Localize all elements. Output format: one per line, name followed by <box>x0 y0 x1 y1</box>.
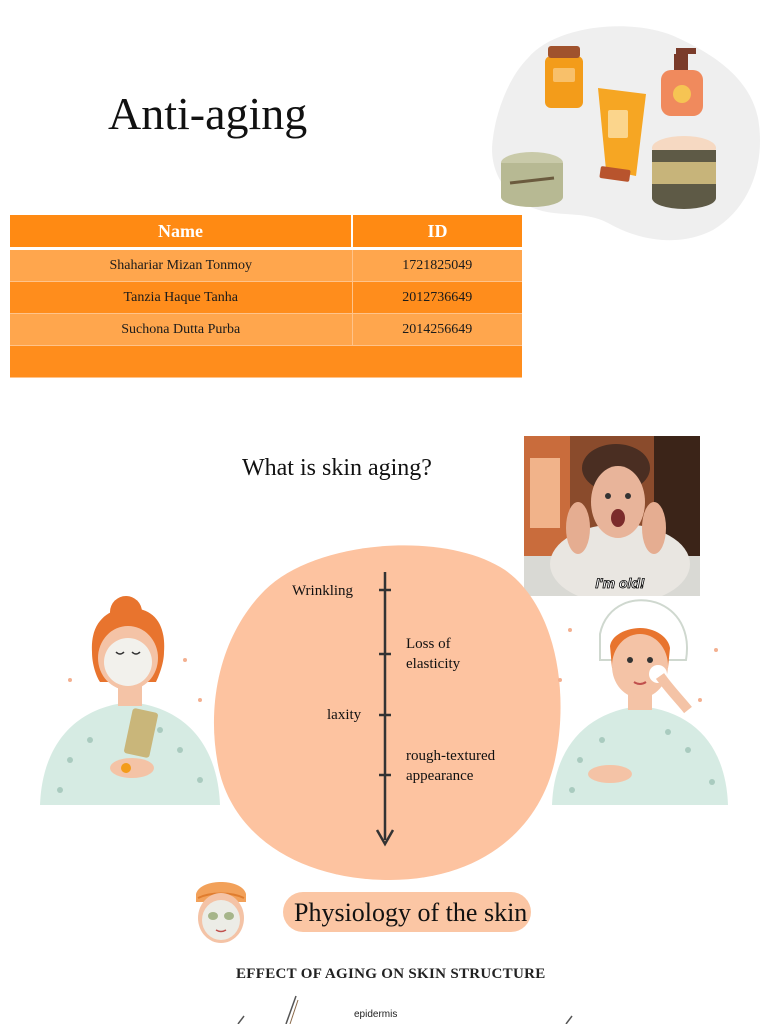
aging-sign-label: Wrinkling <box>292 583 354 599</box>
figure-label-epidermis: epidermis <box>354 1009 398 1020</box>
aging-sign-label: rough-textured appearance <box>406 748 496 784</box>
table-row: Shahariar Mizan Tonmoy 1721825049 <box>10 248 522 282</box>
table-row: Tanzia Haque Tanha 2012736649 <box>10 281 522 314</box>
members-table: Name ID Shahariar Mizan Tonmoy 172182504… <box>10 215 522 378</box>
member-id: 2014256649 <box>352 313 522 346</box>
face-mask-icon <box>196 882 246 943</box>
background-blob <box>213 545 561 880</box>
figure-heading: EFFECT OF AGING ON SKIN STRUCTURE <box>236 966 546 982</box>
page-title: Anti-aging <box>108 88 308 139</box>
column-header-name: Name <box>10 215 353 249</box>
physiology-title: Physiology of the skin <box>294 898 528 927</box>
skin-structure-figure <box>237 995 573 1024</box>
physiology-title-pill <box>283 892 531 932</box>
aging-sign-label: laxity <box>327 707 362 723</box>
member-name: Suchona Dutta Purba <box>10 313 353 346</box>
table-row: Suchona Dutta Purba 2014256649 <box>10 313 522 346</box>
section-heading: What is skin aging? <box>242 455 432 481</box>
table-row-empty <box>10 345 522 378</box>
column-header-id: ID <box>352 215 522 249</box>
member-name: Shahariar Mizan Tonmoy <box>10 248 353 282</box>
im-old-gif-image: I'm old! <box>524 436 700 596</box>
skincare-woman-illustration <box>40 596 220 805</box>
table-header-row: Name ID <box>10 215 522 249</box>
member-id: 2012736649 <box>352 281 522 314</box>
down-arrow-icon <box>375 572 395 847</box>
member-name: Tanzia Haque Tanha <box>10 281 353 314</box>
skincare-woman-illustration <box>552 599 728 805</box>
member-id: 1721825049 <box>352 248 522 282</box>
aging-sign-label: Loss of elasticity <box>406 636 461 672</box>
gif-caption: I'm old! <box>595 575 645 591</box>
cosmetics-illustration <box>492 26 761 241</box>
